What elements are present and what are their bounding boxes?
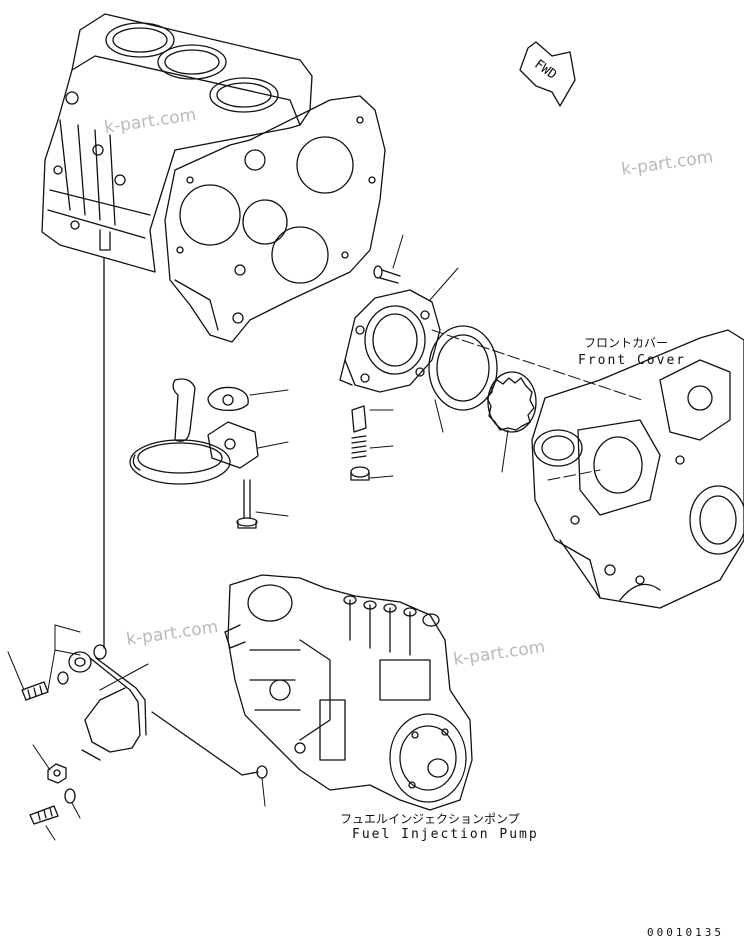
oil-pump-bolt xyxy=(373,265,401,284)
washer-c xyxy=(64,788,76,804)
fwd-arrow xyxy=(519,41,576,107)
pump-inner-rotor xyxy=(486,371,537,433)
engine-block xyxy=(41,13,313,273)
front-cover-label-jp: フロントカバー xyxy=(584,336,669,350)
gear-case-plate xyxy=(164,95,386,343)
leader-lines xyxy=(7,234,643,841)
banjo-bolt-b xyxy=(29,805,59,825)
fuel-pump-label-jp: フュエルインジェクションポンプ xyxy=(340,812,520,826)
front-cover-label-en: Front Cover xyxy=(578,353,687,368)
washer-b xyxy=(57,671,69,685)
oil-pump-housing xyxy=(339,289,441,393)
oil-strainer xyxy=(129,378,231,485)
strainer-flange xyxy=(207,421,259,469)
drawing-code: 00010135 xyxy=(647,926,724,939)
strainer-gasket xyxy=(207,386,249,412)
fuel-injection-pump xyxy=(224,574,473,811)
fuel-pump-label-en: Fuel Injection Pump xyxy=(352,827,539,842)
eye-joint xyxy=(68,651,92,673)
nut xyxy=(47,763,67,784)
relief-valve-parts xyxy=(350,405,370,481)
front-cover xyxy=(531,329,744,609)
banjo-bolt-a xyxy=(21,681,49,701)
washer-a xyxy=(93,644,107,660)
pipe-connection-line xyxy=(151,711,259,776)
lube-pipe xyxy=(81,657,147,761)
pump-outer-rotor xyxy=(428,325,498,411)
strainer-bolt xyxy=(236,479,258,529)
